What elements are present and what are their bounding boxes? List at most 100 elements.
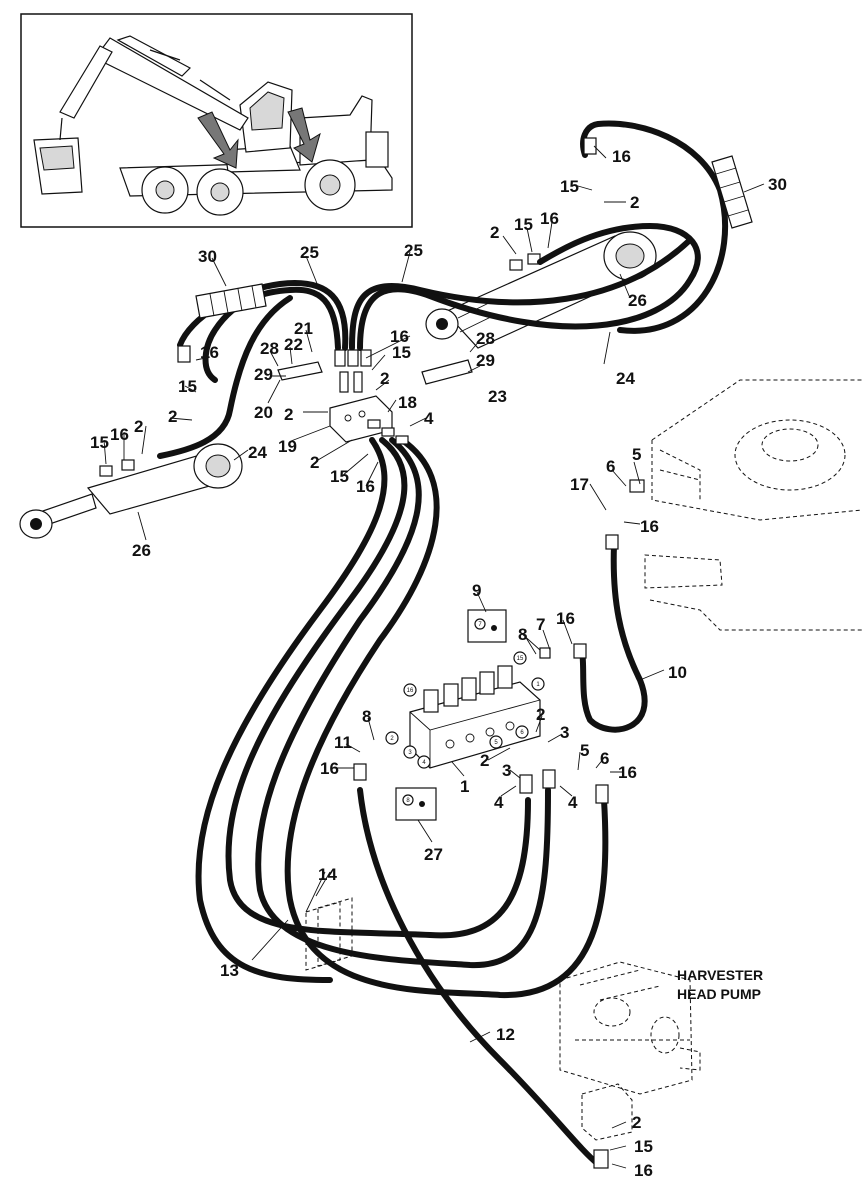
callout-label: 2 xyxy=(490,223,499,242)
machine-overview-inset xyxy=(20,13,413,228)
callout-label: 24 xyxy=(616,369,635,388)
callout-label: 29 xyxy=(476,351,495,370)
callout-label: 15 xyxy=(634,1137,653,1156)
hoses xyxy=(157,120,729,1167)
callout-label: 4 xyxy=(424,409,434,428)
port-mark-2: 15 xyxy=(517,656,524,662)
control-valve-block xyxy=(409,665,541,769)
callout-label: 8 xyxy=(362,707,371,726)
callout-label: 18 xyxy=(398,393,417,412)
port-mark-5: 3 xyxy=(408,750,412,756)
callout-label: 16 xyxy=(200,343,219,362)
port-mark-3: 1 xyxy=(536,682,540,688)
callout-label: 16 xyxy=(540,209,559,228)
callout-label: 16 xyxy=(390,327,409,346)
callout-label: 23 xyxy=(488,387,507,406)
callout-label: 15 xyxy=(90,433,109,452)
callout-label: 15 xyxy=(330,467,349,486)
callout-label: 5 xyxy=(632,445,641,464)
callout-label: 20 xyxy=(254,403,273,422)
callout-label: 1 xyxy=(460,777,469,796)
callout-label: 15 xyxy=(514,215,533,234)
callout-label: 14 xyxy=(318,865,337,884)
callout-label: 2 xyxy=(632,1113,641,1132)
callout-label: 16 xyxy=(320,759,339,778)
callout-label: 3 xyxy=(560,723,569,742)
bracket-23 xyxy=(421,359,473,385)
callout-label: 2 xyxy=(380,369,389,388)
callout-label: 4 xyxy=(568,793,578,812)
callout-label: 6 xyxy=(606,457,615,476)
callout-label: 2 xyxy=(284,405,293,424)
kit-box-9: 7 xyxy=(467,609,507,643)
callout-label: 5 xyxy=(580,741,589,760)
callout-label: 28 xyxy=(260,339,279,358)
kit-mark-27: 8 xyxy=(406,798,410,804)
port-mark-8: 6 xyxy=(520,730,524,736)
callout-label: 27 xyxy=(424,845,443,864)
callout-label: 22 xyxy=(284,335,303,354)
port-mark-1: 16 xyxy=(407,688,414,694)
callout-label: 19 xyxy=(278,437,297,456)
callout-label: 24 xyxy=(248,443,267,462)
callout-label: 11 xyxy=(334,733,352,752)
protective-sleeve-left xyxy=(195,283,267,319)
callout-label: 17 xyxy=(570,475,589,494)
right-cylinder-port xyxy=(509,253,541,271)
callout-label: 2 xyxy=(310,453,319,472)
callout-label: 4 xyxy=(494,793,504,812)
callout-label: 26 xyxy=(628,291,647,310)
callout-label: 26 xyxy=(132,541,151,560)
callout-label: 25 xyxy=(404,241,423,260)
callout-label: 10 xyxy=(668,663,687,682)
port-mark-6: 4 xyxy=(422,760,426,766)
callout-label: 9 xyxy=(472,581,481,600)
harvester-head-pump: HARVESTER HEAD PUMP xyxy=(559,961,763,1141)
callout-label: 2 xyxy=(536,705,545,724)
spiral-guard xyxy=(305,897,353,971)
callout-label: 28 xyxy=(476,329,495,348)
kit-box-27: 8 xyxy=(395,787,437,821)
callout-label: 15 xyxy=(178,377,197,396)
callout-label: 2 xyxy=(630,193,639,212)
callout-label: 12 xyxy=(496,1025,515,1044)
callout-label: 30 xyxy=(768,175,787,194)
port-mark-4: 2 xyxy=(390,736,394,742)
callout-label: 7 xyxy=(536,615,545,634)
callout-label: 15 xyxy=(560,177,579,196)
callout-label: 2 xyxy=(168,407,177,426)
right-cylinder xyxy=(425,231,657,349)
engine-outline xyxy=(644,379,862,631)
callout-label: 16 xyxy=(640,517,659,536)
pump-caption-line2: HEAD PUMP xyxy=(677,986,761,1002)
kit-mark-9: 7 xyxy=(478,622,482,628)
callout-label: 16 xyxy=(618,763,637,782)
left-cylinder xyxy=(19,443,243,539)
port-mark-7: 5 xyxy=(494,740,498,746)
callout-label: 16 xyxy=(634,1161,653,1180)
callout-label: 25 xyxy=(300,243,319,262)
callout-label: 16 xyxy=(612,147,631,166)
valve-fittings xyxy=(177,137,645,1169)
callout-label: 21 xyxy=(294,319,313,338)
callout-label: 15 xyxy=(392,343,411,362)
pump-caption-line1: HARVESTER xyxy=(677,967,763,983)
callout-label: 6 xyxy=(600,749,609,768)
callout-label: 16 xyxy=(556,609,575,628)
callout-label: 16 xyxy=(110,425,129,444)
callout-label: 13 xyxy=(220,961,239,980)
leader-lines xyxy=(103,145,765,1169)
bracket-20 xyxy=(277,361,323,381)
protective-sleeve-right xyxy=(711,155,753,229)
callout-label: 3 xyxy=(502,761,511,780)
valve-port-marks: 16 15 1 2 3 4 5 6 xyxy=(385,651,545,769)
callout-label: 2 xyxy=(134,417,143,436)
callout-label: 2 xyxy=(480,751,489,770)
callout-label: 30 xyxy=(198,247,217,266)
callout-label: 29 xyxy=(254,365,273,384)
manifold-block xyxy=(329,349,409,445)
callout-label: 16 xyxy=(356,477,375,496)
callout-label: 8 xyxy=(518,625,527,644)
